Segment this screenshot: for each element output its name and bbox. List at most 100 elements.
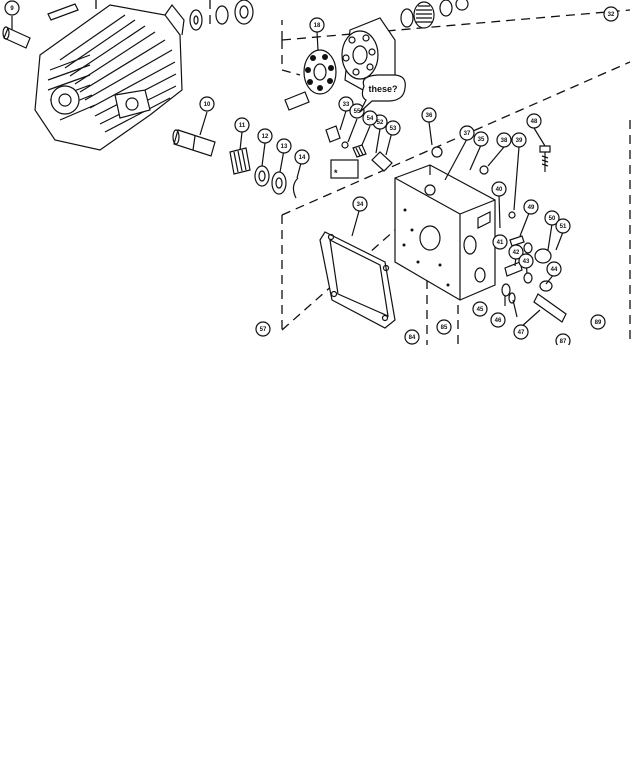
svg-text:13: 13 [281, 144, 288, 150]
callout-33: 33 [338, 96, 354, 112]
exploded-parts-diagram: * 9 10 11 12 13 14 18 32 33 34 [2, 0, 631, 345]
svg-text:50: 50 [549, 216, 556, 222]
callout-9: 9 [4, 0, 20, 16]
svg-text:39: 39 [516, 138, 523, 144]
callout-84: 84 [404, 329, 420, 345]
callout-12: 12 [257, 128, 273, 144]
svg-text:47: 47 [518, 330, 525, 336]
callout-34: 34 [352, 196, 368, 212]
callout-41: 41 [492, 234, 508, 250]
callout-87: 87 [555, 333, 571, 345]
washer [508, 292, 516, 304]
callout-89: 89 [590, 314, 606, 330]
cylinder-block [341, 17, 396, 96]
bubble-text: these? [368, 84, 397, 94]
callout-38: 38 [496, 132, 512, 148]
svg-text:54: 54 [367, 116, 374, 122]
callout-50: 50 [544, 210, 560, 226]
callout-13: 13 [276, 138, 292, 154]
plug [479, 165, 489, 175]
callout-53: 53 [385, 120, 401, 136]
ball [508, 211, 516, 219]
callout-46: 46 [490, 312, 506, 328]
callout-48: 48 [526, 113, 542, 129]
svg-text:87: 87 [560, 339, 567, 345]
svg-text:49: 49 [528, 205, 535, 211]
svg-text:18: 18 [314, 23, 321, 29]
callout-54: 54 [362, 110, 378, 126]
adjusting-screw [533, 293, 567, 323]
cap-screw [539, 145, 551, 172]
question-speech-bubble: these? [359, 74, 406, 113]
svg-text:37: 37 [464, 131, 471, 137]
pin [284, 91, 310, 111]
pressure-plug [534, 248, 552, 264]
svg-text:89: 89 [595, 320, 602, 326]
svg-text:53: 53 [390, 126, 397, 132]
callout-35: 35 [473, 131, 489, 147]
callout-51: 51 [555, 218, 571, 234]
retaining-clip [292, 177, 299, 199]
spring [509, 235, 525, 247]
svg-text:9: 9 [10, 6, 14, 12]
svg-text:55: 55 [354, 109, 361, 115]
seal-ring [271, 171, 287, 195]
svg-text:84: 84 [409, 335, 416, 341]
blank-area [0, 345, 631, 768]
callout-18: 18 [309, 17, 325, 33]
washer [254, 165, 270, 187]
o-ring [523, 242, 533, 254]
callout-11: 11 [234, 117, 250, 133]
callout-markers: 9 10 11 12 13 14 18 32 33 34 35 36 37 38… [4, 0, 619, 345]
plug-and-seals [325, 125, 393, 172]
end-cover-block [394, 164, 496, 301]
washer [501, 283, 511, 297]
callout-44: 44 [546, 261, 562, 277]
callout-49: 49 [523, 199, 539, 215]
svg-text:12: 12 [262, 134, 269, 140]
drive-shaft [172, 129, 216, 157]
callout-43: 43 [518, 253, 534, 269]
svg-text:33: 33 [343, 102, 350, 108]
svg-text:57: 57 [260, 327, 267, 333]
callout-40: 40 [491, 181, 507, 197]
callout-32: 32 [603, 6, 619, 22]
svg-text:85: 85 [441, 325, 448, 331]
svg-text:10: 10 [204, 102, 211, 108]
svg-text:11: 11 [239, 123, 246, 129]
callout-57: 57 [255, 321, 271, 337]
motor-housing [34, 3, 185, 151]
svg-text:34: 34 [357, 202, 364, 208]
svg-text:14: 14 [299, 155, 306, 161]
callout-leaders [11, 16, 564, 328]
svg-text:44: 44 [551, 267, 558, 273]
svg-text:45: 45 [477, 307, 484, 313]
top-row-parts [189, 0, 469, 31]
callout-14: 14 [294, 149, 310, 165]
svg-text:38: 38 [501, 138, 508, 144]
callout-55: 55 [349, 103, 365, 119]
callout-45: 45 [472, 301, 488, 317]
o-ring [523, 272, 533, 284]
svg-text:32: 32 [608, 12, 615, 18]
callout-39: 39 [511, 132, 527, 148]
asterisk-note-box: * [330, 159, 359, 179]
svg-text:46: 46 [495, 318, 502, 324]
callout-42: 42 [508, 244, 524, 260]
callout-36: 36 [421, 107, 437, 123]
callout-47: 47 [513, 324, 529, 340]
bolt-and-pin [2, 3, 79, 49]
callout-37: 37 [459, 125, 475, 141]
svg-text:42: 42 [513, 250, 520, 256]
svg-text:51: 51 [560, 224, 567, 230]
asterisk-label: * [334, 168, 338, 178]
svg-text:52: 52 [377, 120, 384, 126]
svg-text:35: 35 [478, 137, 485, 143]
callout-10: 10 [199, 96, 215, 112]
svg-text:48: 48 [531, 119, 538, 125]
svg-text:43: 43 [523, 259, 530, 265]
needle-bearing [229, 147, 251, 175]
svg-text:36: 36 [426, 113, 433, 119]
svg-text:41: 41 [497, 240, 504, 246]
callout-85: 85 [436, 319, 452, 335]
